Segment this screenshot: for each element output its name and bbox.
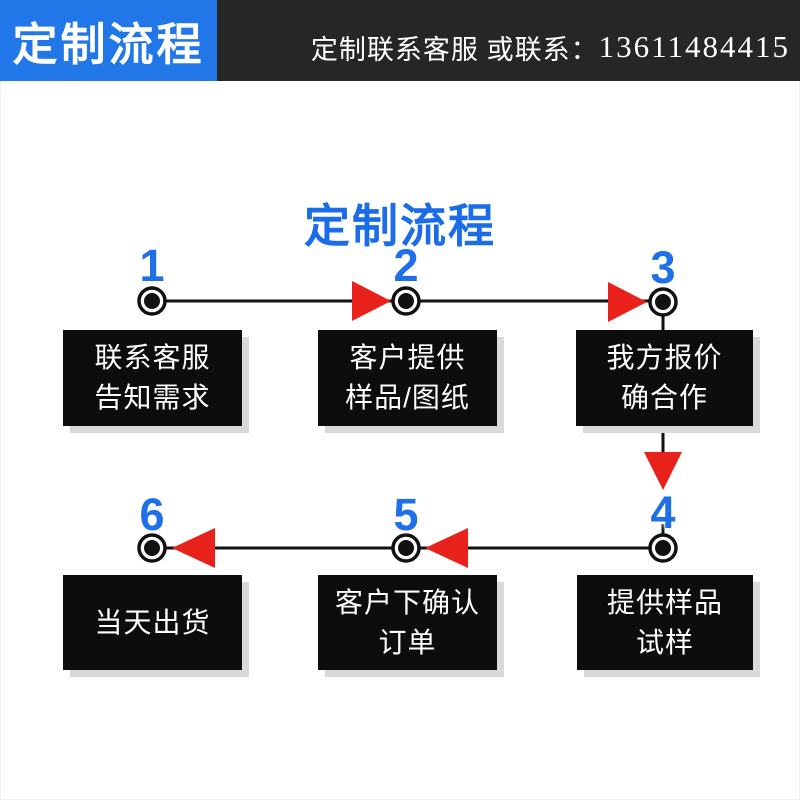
step-4-box-line1: 提供样品 — [606, 586, 723, 618]
arrow-right-icon-step2 — [352, 281, 391, 321]
step-1-box-line2: 告知需求 — [94, 382, 211, 413]
arrow-left-icon-step6 — [172, 528, 215, 568]
contact-bar: 定制联系客服 或联系： 13611484415 — [217, 0, 800, 81]
contact-phone-number: 13611484415 — [598, 28, 790, 64]
step-1-box-line1: 联系客服 — [94, 342, 211, 374]
step-5-box-line2: 订单 — [378, 626, 437, 658]
step-2-box: 客户提供 样品/图纸 — [318, 330, 497, 426]
step-6-number: 6 — [139, 489, 165, 540]
arrow-right-icon-step3 — [608, 282, 647, 322]
header-ribbon: 定制流程 — [0, 0, 217, 81]
step-3-box-line1: 我方报价 — [606, 342, 723, 374]
step-5-number: 5 — [393, 489, 419, 540]
step-node-4 — [648, 533, 678, 563]
step-4-number: 4 — [650, 487, 676, 538]
step-2-box-line2: 样品/图纸 — [345, 382, 470, 413]
contact-text: 定制联系客服 或联系： — [310, 35, 599, 65]
step-5-box: 客户下确认 订单 — [318, 575, 497, 670]
step-node-3 — [648, 287, 678, 317]
step-2-number: 2 — [393, 240, 419, 291]
step-3-number: 3 — [650, 242, 676, 293]
step-3-box: 我方报价 确合作 — [576, 330, 753, 426]
step-4-box: 提供样品 试样 — [577, 575, 753, 670]
step-2-box-line1: 客户提供 — [349, 342, 466, 374]
flow-title: 定制流程 — [304, 200, 496, 252]
step-node-1 — [137, 286, 167, 316]
step-4-box-line2: 试样 — [635, 626, 694, 658]
step-node-6 — [137, 533, 167, 563]
step-node-2 — [391, 286, 421, 316]
step-1-box: 联系客服 告知需求 — [63, 330, 242, 426]
step-1-number: 1 — [139, 240, 165, 291]
step-6-box-line1: 当天出货 — [94, 606, 211, 638]
arrow-left-icon-step5 — [425, 528, 468, 568]
step-6-box: 当天出货 — [63, 575, 242, 670]
ribbon-label: 定制流程 — [12, 20, 205, 70]
step-node-5 — [391, 533, 421, 563]
step-3-box-line2: 确合作 — [620, 382, 708, 413]
arrow-down-icon-step4 — [644, 452, 682, 490]
step-5-box-line1: 客户下确认 — [334, 586, 480, 618]
